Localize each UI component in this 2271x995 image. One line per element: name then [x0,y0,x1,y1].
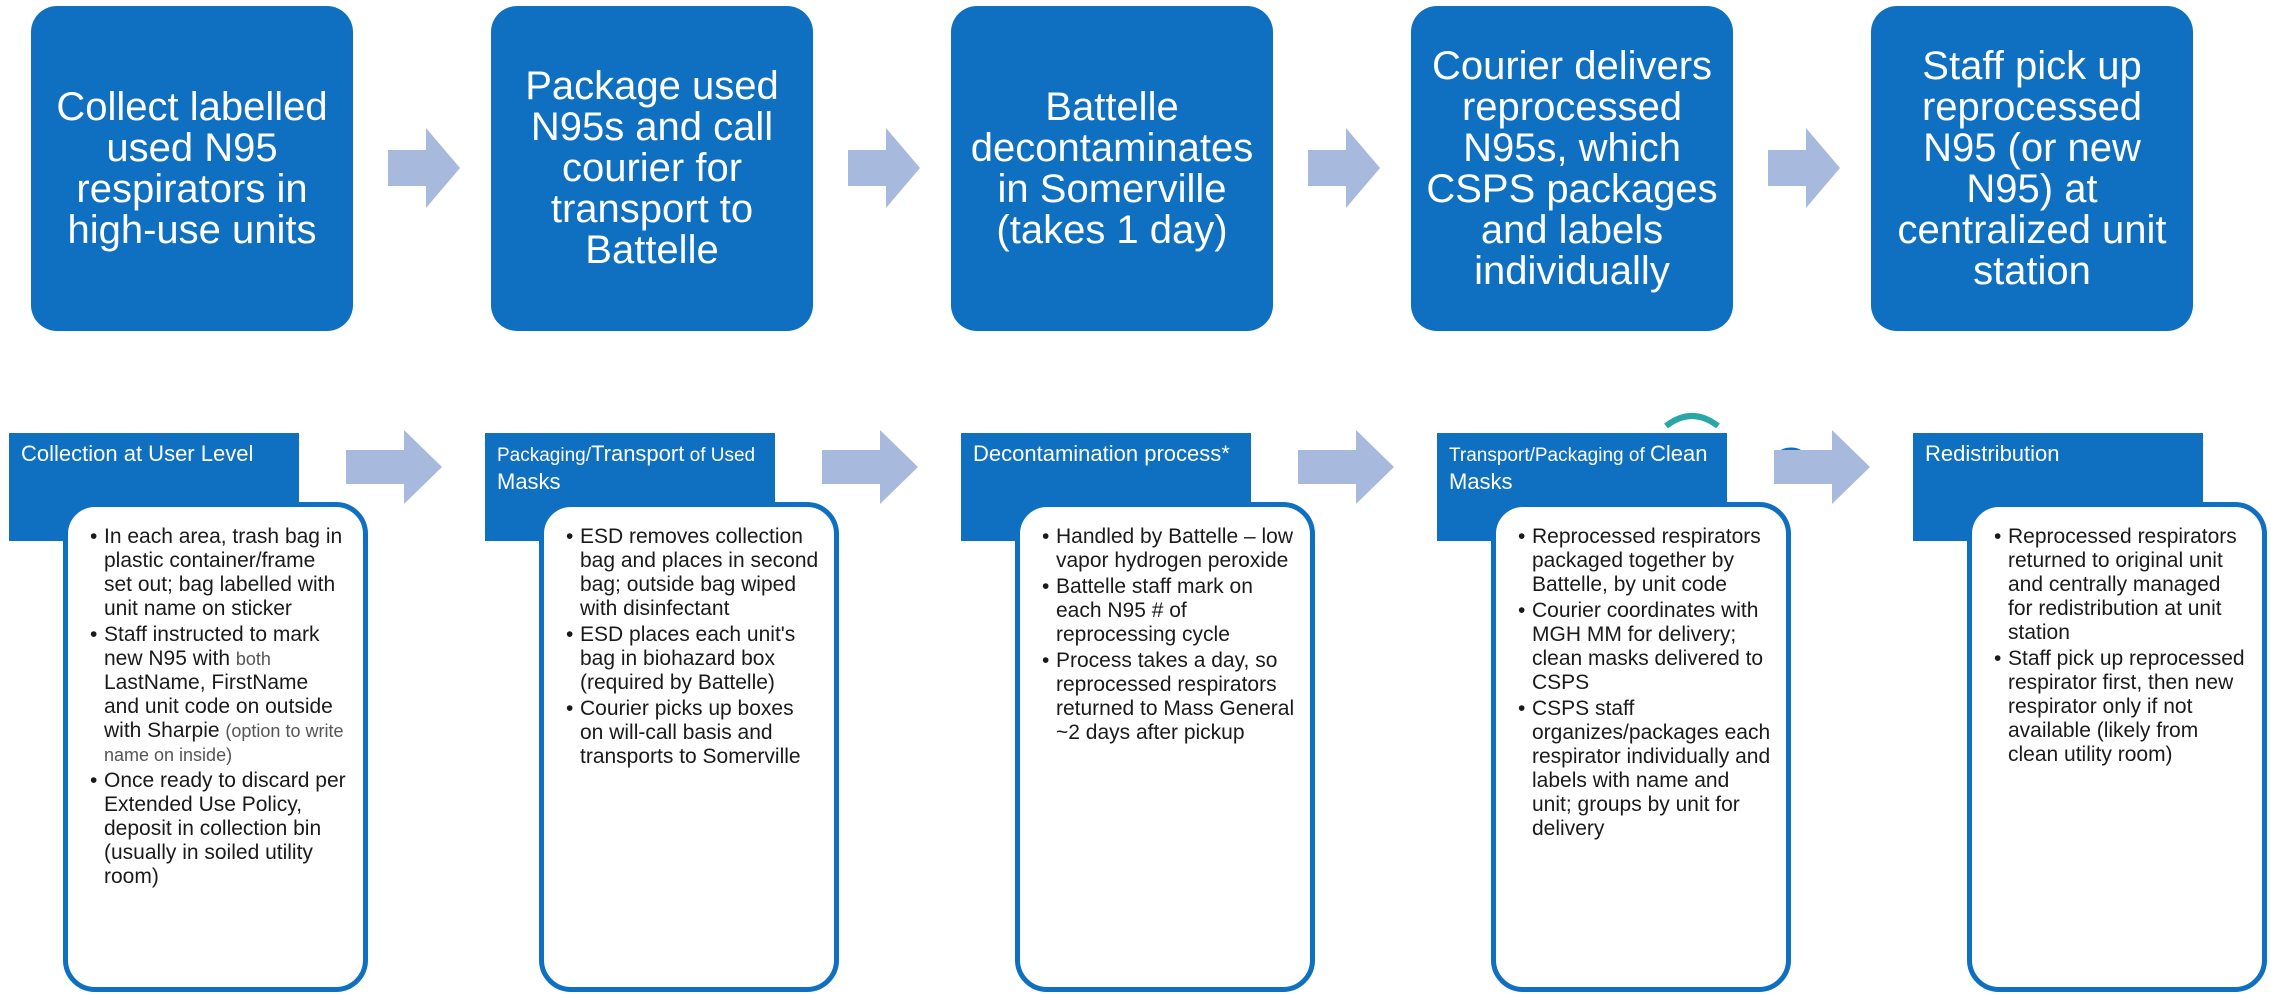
stage-title-part: Transport [591,441,685,466]
arrow-right-icon [848,128,920,208]
bullet-list: Handled by Battelle – low vapor hydrogen… [1042,525,1296,745]
bullet-text: Courier coordinates with MGH MM for deli… [1532,599,1764,694]
stage-details-packaging-transport: ESD removes collection bag and places in… [539,502,839,992]
stage-details-decontamination: Handled by Battelle – low vapor hydrogen… [1015,502,1315,992]
stage-title-part: of Used [684,445,756,466]
list-item: Reprocessed respirators packaged togethe… [1518,525,1772,597]
list-item: CSPS staff organizes/packages each respi… [1518,697,1772,841]
stage-details-collection: In each area, trash bag in plastic conta… [63,502,368,992]
step-box-collect: Collect labelled used N95 respirators in… [31,6,353,331]
bullet-text: Courier picks up boxes on will-call basi… [580,697,801,768]
bullet-list: Reprocessed respirators returned to orig… [1994,525,2248,767]
stage-title-part: Masks [497,469,561,494]
arrow-right-icon [1774,430,1870,504]
list-item: Process takes a day, so reprocessed resp… [1042,649,1296,745]
list-item: Staff pick up reprocessed respirator fir… [1994,647,2248,767]
arrow-right-icon [346,430,442,504]
arrow-right-icon [1308,128,1380,208]
bullet-text: (option to write name on inside) [104,721,344,765]
list-item: In each area, trash bag in plastic conta… [90,525,349,621]
stage-title-part: Packaging/ [497,445,592,466]
bullet-text: LastName, FirstName and unit code on out… [104,671,333,742]
list-item: Courier picks up boxes on will-call basi… [566,697,820,769]
stage-title-part: Collection at User Level [21,441,254,466]
bullet-list: Reprocessed respirators packaged togethe… [1518,525,1772,841]
bullet-list: In each area, trash bag in plastic conta… [90,525,349,889]
bullet-text: ESD places each unit's bag in biohazard … [580,623,796,694]
arrow-right-icon [1298,430,1394,504]
logo-arc-icon [1664,413,1720,429]
bullet-text: Handled by Battelle – low vapor hydrogen… [1056,525,1293,572]
bullet-text: Process takes a day, so reprocessed resp… [1056,649,1295,744]
bullet-text: CSPS staff organizes/packages each respi… [1532,697,1771,840]
list-item: Courier coordinates with MGH MM for deli… [1518,599,1772,695]
arrow-right-icon [388,128,460,208]
list-item: Handled by Battelle – low vapor hydrogen… [1042,525,1296,573]
step-text: Battelle decontaminates in Somerville (t… [970,84,1254,252]
stage-title-part: Decontamination process* [973,441,1230,466]
bullet-text: Battelle staff mark on each N95 # of rep… [1056,575,1253,646]
stage-details-redistribution: Reprocessed respirators returned to orig… [1967,502,2267,992]
bullet-text: ESD removes collection bag and places in… [580,525,819,620]
bullet-list: ESD removes collection bag and places in… [566,525,820,769]
step-box-pickup: Staff pick up reprocessed N95 (or new N9… [1871,6,2193,331]
list-item: Battelle staff mark on each N95 # of rep… [1042,575,1296,647]
stage-title-part: Clean Masks [1449,441,1708,494]
step-box-decontaminate: Battelle decontaminates in Somerville (t… [951,6,1273,331]
step-text: Courier delivers reprocessed N95s, which… [1426,43,1718,293]
bullet-text: Once ready to discard per Extended Use P… [104,769,346,888]
step-box-package: Package used N95s and call courier for t… [491,6,813,331]
step-text: Staff pick up reprocessed N95 (or new N9… [1897,43,2167,293]
arrow-right-icon [1768,128,1840,208]
bullet-text: both [235,649,271,669]
list-item: ESD places each unit's bag in biohazard … [566,623,820,695]
bullet-text: Staff pick up reprocessed respirator fir… [2008,647,2245,766]
bullet-text: Staff instructed to mark new N95 with [104,623,320,670]
list-item: Once ready to discard per Extended Use P… [90,769,349,889]
stage-title-part: Transport/Packaging of [1449,445,1651,466]
arrow-right-icon [822,430,918,504]
step-text: Collect labelled used N95 respirators in… [56,84,328,252]
step-text: Package used N95s and call courier for t… [525,64,779,272]
list-item: Staff instructed to mark new N95 with bo… [90,623,349,767]
bullet-text: In each area, trash bag in plastic conta… [104,525,343,620]
step-box-deliver: Courier delivers reprocessed N95s, which… [1411,6,1733,331]
list-item: Reprocessed respirators returned to orig… [1994,525,2248,645]
stage-title-part: Redistribution [1925,441,2060,466]
list-item: ESD removes collection bag and places in… [566,525,820,621]
bullet-text: Reprocessed respirators packaged togethe… [1532,525,1761,596]
bullet-text: Reprocessed respirators returned to orig… [2008,525,2237,644]
stage-details-transport-packaging: Reprocessed respirators packaged togethe… [1491,502,1791,992]
